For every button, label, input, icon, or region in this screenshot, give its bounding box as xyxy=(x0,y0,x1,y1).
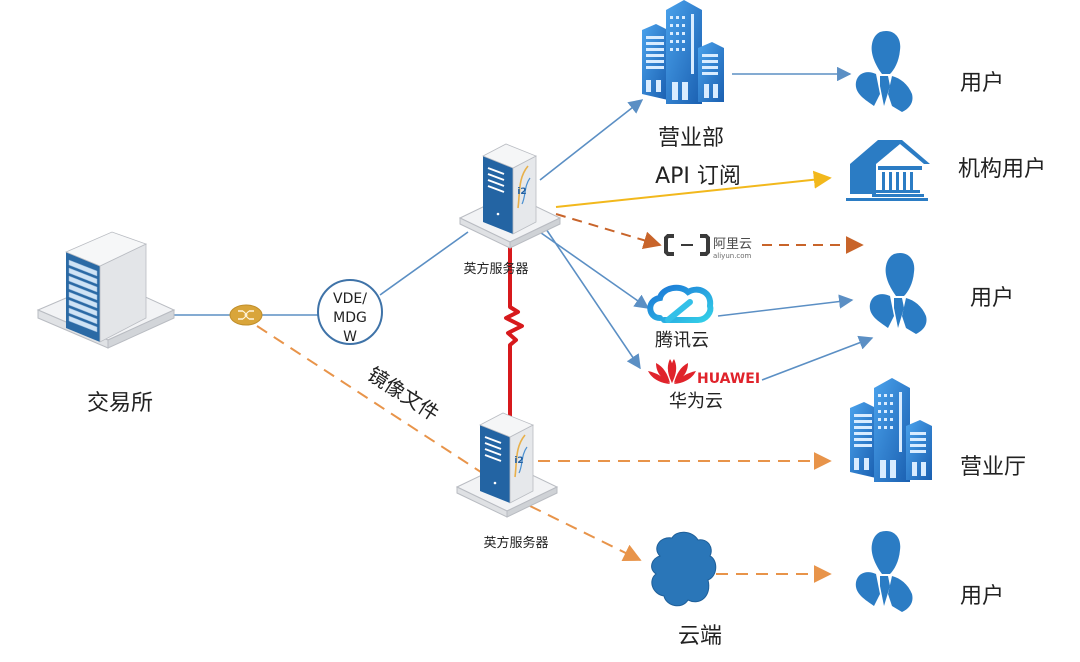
server-primary-node[interactable]: i2 英方服务器 xyxy=(459,143,561,277)
user-top-node[interactable]: 用户 xyxy=(855,30,1004,113)
router-icon xyxy=(229,304,263,326)
edge-server-aliyun[interactable] xyxy=(555,213,662,249)
huawei-brand-text: HUAWEI xyxy=(697,371,760,387)
edge-server-branch-office[interactable] xyxy=(539,99,644,181)
branch-office-node[interactable]: 营业部 xyxy=(642,0,724,151)
user-bottom-label: 用户 xyxy=(960,584,1004,609)
user-mid-node[interactable]: 用户 xyxy=(869,252,1014,334)
huawei-cloud-node[interactable]: HUAWEI 华为云 xyxy=(648,359,760,412)
edge-tencent-user[interactable] xyxy=(717,294,854,317)
mirror-file-label: 镜像文件 xyxy=(363,362,443,426)
huawei-cloud-label: 华为云 xyxy=(669,391,723,412)
exchange-node[interactable]: 交易所 xyxy=(36,231,176,416)
router-node[interactable] xyxy=(229,304,263,326)
aliyun-logo-icon xyxy=(664,234,710,256)
cloud-end-node[interactable]: 云端 xyxy=(651,531,722,649)
institution-bank-icon xyxy=(846,140,930,201)
user-top-label: 用户 xyxy=(960,71,1004,96)
branch-office-label: 营业部 xyxy=(658,126,724,151)
edge-server-tencent[interactable] xyxy=(533,227,650,309)
edge-huawei-user[interactable] xyxy=(761,335,874,381)
gateway-node[interactable]: VDE/ MDG W xyxy=(317,279,383,345)
user-top-person-icon xyxy=(855,30,913,113)
branch-office-building-icon xyxy=(642,0,724,104)
tencent-cloud-logo-icon xyxy=(647,284,714,323)
gateway-circle xyxy=(317,279,383,345)
branch-hall-building-icon xyxy=(850,378,932,482)
user-bottom-node[interactable]: 用户 xyxy=(855,530,1004,612)
tencent-cloud-label: 腾讯云 xyxy=(655,330,709,351)
server-backup-label: 英方服务器 xyxy=(483,535,548,551)
server-primary-label: 英方服务器 xyxy=(463,261,528,277)
edge-replication-link[interactable] xyxy=(504,246,524,418)
aliyun-domain: aliyun.com xyxy=(713,252,752,260)
gateway-label-line3: W xyxy=(343,329,357,345)
user-bottom-person-icon xyxy=(855,530,913,612)
branch-hall-node[interactable]: 营业厅 xyxy=(850,378,1026,482)
server-backup-node[interactable]: i2 英方服务器 xyxy=(456,412,558,551)
cloud-end-cloud-icon xyxy=(651,531,717,607)
server-primary-badge: i2 xyxy=(517,187,526,197)
aliyun-name: 阿里云 xyxy=(713,237,752,252)
branch-hall-label: 营业厅 xyxy=(960,455,1026,480)
exchange-server-rack-icon xyxy=(36,231,176,349)
edge-gateway-server xyxy=(379,231,469,296)
institution-node[interactable]: 机构用户 xyxy=(846,140,1046,201)
edge-api-subscription[interactable] xyxy=(555,170,832,208)
server-backup-badge: i2 xyxy=(514,456,523,466)
api-subscription-label: API 订阅 xyxy=(655,164,741,189)
aliyun-node[interactable]: 阿里云 aliyun.com xyxy=(664,234,752,260)
tencent-cloud-node[interactable]: 腾讯云 xyxy=(647,284,714,351)
huawei-logo-icon xyxy=(648,359,696,384)
server-backup-icon xyxy=(456,412,558,518)
user-mid-person-icon xyxy=(869,252,927,334)
exchange-label: 交易所 xyxy=(87,391,153,416)
gateway-label-line2: MDG xyxy=(333,310,367,326)
institution-label: 机构用户 xyxy=(958,157,1046,182)
connections xyxy=(172,66,874,583)
edge-mirror-file xyxy=(256,325,491,479)
server-primary-icon xyxy=(459,143,561,249)
edge-backup-cloud[interactable] xyxy=(529,505,642,561)
user-mid-label: 用户 xyxy=(970,286,1014,311)
edge-server-huawei[interactable] xyxy=(543,225,641,370)
cloud-end-label: 云端 xyxy=(678,624,722,649)
gateway-label-line1: VDE/ xyxy=(333,291,367,307)
